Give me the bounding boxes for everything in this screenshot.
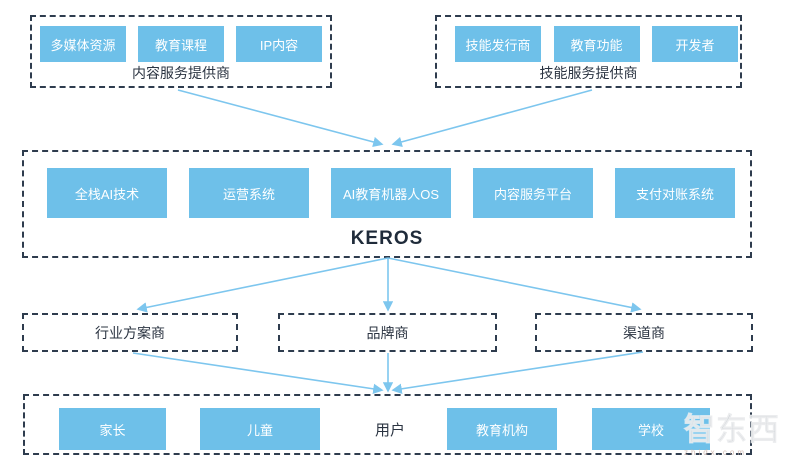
arrow-content-to-keros <box>177 89 384 148</box>
node-schools: 学校 <box>592 408 710 450</box>
node-operation-system: 运营系统 <box>189 168 309 218</box>
node-ip-content: IP内容 <box>236 26 322 62</box>
node-children: 儿童 <box>200 408 320 450</box>
arrow-solution-to-users <box>132 352 384 394</box>
content-provider-label: 内容服务提供商 <box>132 65 230 81</box>
arrow-keros-to-channel <box>387 257 642 313</box>
node-content-service-platform: 内容服务平台 <box>473 168 593 218</box>
node-education-courses: 教育课程 <box>138 26 224 62</box>
node-ai-education-robot-os: AI教育机器人OS <box>331 168 451 218</box>
arrow-keros-to-solution <box>136 257 389 313</box>
skill-provider-label: 技能服务提供商 <box>539 65 638 81</box>
node-skill-publisher: 技能发行商 <box>455 26 541 62</box>
partner-industry-solution: 行业方案商 <box>22 313 238 352</box>
node-parents: 家长 <box>59 408 166 450</box>
arrow-channel-to-users <box>391 351 644 394</box>
users-label: 用户 <box>374 421 405 439</box>
partner-brand: 品牌商 <box>278 313 497 352</box>
keros-label: KEROS <box>350 228 424 249</box>
node-fullstack-ai: 全栈AI技术 <box>47 168 167 218</box>
keros-group: 全栈AI技术 运营系统 AI教育机器人OS 内容服务平台 支付对账系统 KERO… <box>22 150 752 258</box>
arrow-skill-to-keros <box>391 89 593 147</box>
node-education-institutions: 教育机构 <box>447 408 557 450</box>
users-group: 家长 儿童 用户 教育机构 学校 <box>23 394 752 455</box>
skill-provider-nodes: 技能发行商 教育功能 开发者 <box>437 26 740 62</box>
node-multimedia-resources: 多媒体资源 <box>40 26 126 62</box>
node-payment-reconciliation: 支付对账系统 <box>615 168 735 218</box>
node-developer: 开发者 <box>652 26 738 62</box>
keros-nodes: 全栈AI技术 运营系统 AI教育机器人OS 内容服务平台 支付对账系统 <box>24 168 750 218</box>
content-provider-nodes: 多媒体资源 教育课程 IP内容 <box>32 26 330 62</box>
node-education-function: 教育功能 <box>553 26 640 62</box>
skill-provider-group: 技能发行商 教育功能 开发者 技能服务提供商 <box>435 15 742 88</box>
partner-channel: 渠道商 <box>535 313 753 352</box>
content-provider-group: 多媒体资源 教育课程 IP内容 内容服务提供商 <box>30 15 332 88</box>
